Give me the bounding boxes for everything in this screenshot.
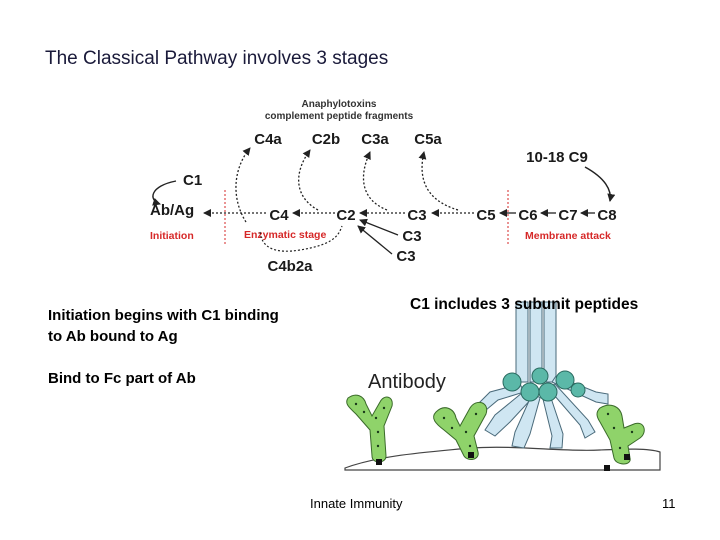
arrow-c3-extra-2: [357, 225, 393, 255]
stage-initiation: Initiation: [150, 230, 194, 242]
fragments-header-line1: Anaphylotoxins: [301, 99, 376, 110]
antibody-3: [596, 404, 645, 465]
arrow-release-c3a: [362, 151, 388, 211]
c1-caption: C1 includes 3 subunit peptides: [410, 296, 639, 313]
chain-c8: C8: [597, 207, 616, 224]
paragraph-initiation: Initiation begins with C1 binding to Ab …: [48, 305, 338, 347]
c1-head: [538, 382, 558, 402]
paragraph-initiation-line2: to Ab bound to Ag: [48, 328, 178, 345]
arrow-release-c5a: [418, 151, 459, 211]
fragment-c2b: C2b: [312, 131, 340, 148]
fragment-c4a: C4a: [254, 131, 282, 148]
c1-arm-4: [547, 383, 596, 439]
antigen-mark: [604, 465, 610, 471]
footer-text: Innate Immunity: [310, 496, 403, 511]
stage-membrane: Membrane attack: [525, 230, 611, 242]
antibody-1: [346, 394, 393, 463]
paragraph-initiation-line1: Initiation begins with C1 binding: [48, 307, 279, 324]
c9-label: 10-18 C9: [526, 149, 588, 166]
chain-c2: C2: [336, 207, 355, 224]
body-text: Initiation begins with C1 binding to Ab …: [48, 305, 338, 410]
stage-enzymatic: Enzymatic stage: [244, 229, 326, 241]
c1-arm-2: [511, 391, 541, 449]
c1-head: [502, 372, 522, 392]
chain-c7: C7: [558, 207, 577, 224]
chain-c5: C5: [476, 207, 495, 224]
cell-membrane: [344, 446, 661, 471]
chain-c3: C3: [407, 207, 426, 224]
fragment-c5a: C5a: [414, 131, 442, 148]
antibody-2: [433, 401, 488, 460]
c4b2a-label: C4b2a: [267, 258, 313, 275]
c1-head: [570, 382, 586, 398]
c3-extra-1: C3: [402, 228, 421, 245]
c1-stalk-left: [515, 301, 529, 383]
ab-ag-label: Ab/Ag: [150, 202, 194, 219]
c1-label: C1: [183, 172, 202, 189]
arrow-c1-to-abag: [152, 180, 177, 206]
antigen-mark: [468, 452, 474, 458]
c1-antibody-illustration: Antibody: [344, 301, 661, 471]
arrow-release-c2b: [298, 149, 319, 211]
c1-head: [531, 367, 549, 385]
antigen-mark: [624, 454, 630, 460]
fragment-c3a: C3a: [361, 131, 389, 148]
c1-head: [520, 382, 540, 402]
c4b2a-connector: [259, 225, 343, 252]
slide-title: The Classical Pathway involves 3 stages: [45, 48, 389, 69]
chain-c4: C4: [269, 207, 289, 224]
c3-extra-2: C3: [396, 248, 415, 265]
antibody-label: Antibody: [368, 371, 446, 393]
antigen-mark: [376, 459, 382, 465]
arrow-c9-to-c8: [584, 166, 616, 202]
page-number: 11: [662, 496, 676, 511]
c1-stalk-right: [543, 301, 557, 383]
paragraph-fc-binding: Bind to Fc part of Ab: [48, 370, 196, 387]
arrow-c3-extra-1: [359, 218, 399, 236]
chain-c6: C6: [518, 207, 537, 224]
c1-head: [555, 370, 575, 390]
antibody-dots: [354, 402, 634, 450]
arrow-release-c4a: [235, 147, 251, 223]
fragments-header-line2: complement peptide fragments: [265, 111, 414, 122]
